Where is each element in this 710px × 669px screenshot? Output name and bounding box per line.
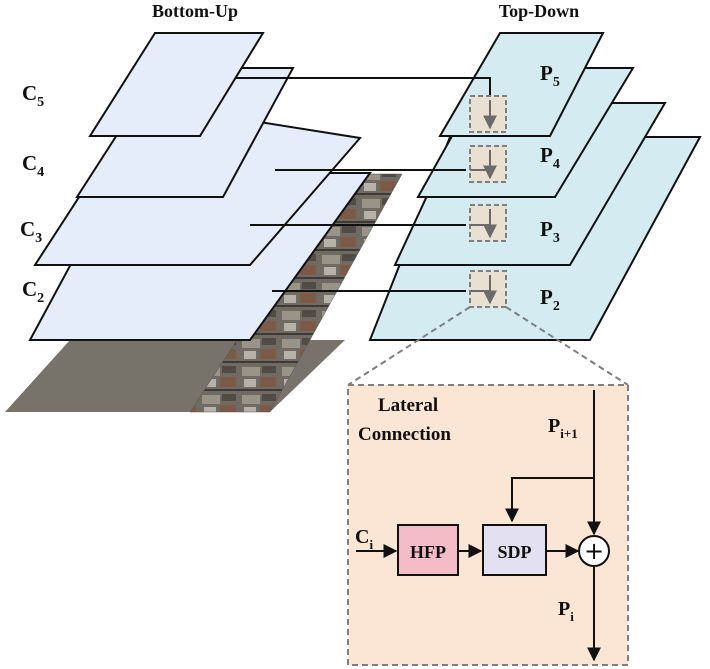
label-p4: P4 (540, 143, 560, 172)
label-c-i: Ci (355, 526, 373, 552)
lateral-connection-panel: Lateral Connection Pi+1 Ci HFP SDP + Pi (347, 384, 629, 666)
conn-box-p2 (469, 270, 507, 308)
conn-box-p3 (469, 204, 507, 242)
label-p2: P2 (540, 285, 560, 314)
lateral-arrows (236, 77, 491, 292)
bottom-up-stack (28, 32, 372, 341)
lateral-title-line1: Lateral (378, 395, 438, 416)
label-p-i: Pi (558, 598, 574, 624)
sdp-label: SDP (497, 542, 531, 562)
hfp-label: HFP (410, 542, 446, 562)
top-down-title: Top-Down (499, 1, 579, 21)
sdp-box (482, 524, 547, 576)
label-p3: P3 (540, 217, 560, 246)
conn-box-p4 (469, 145, 507, 183)
conn-box-p5 (469, 95, 507, 133)
connection-boxes (469, 95, 507, 308)
label-p-i-plus-1: Pi+1 (548, 415, 578, 441)
top-down-stack (368, 32, 702, 341)
bottom-up-title: Bottom-Up (152, 1, 238, 21)
bottom-up-labels: C5 C4 C3 C2 (20, 81, 44, 306)
label-p5: P5 (540, 61, 560, 90)
lateral-title-line2: Connection (358, 424, 451, 445)
label-c4: C4 (22, 151, 44, 180)
aerial-image (5, 173, 403, 413)
plane-c5 (88, 32, 265, 137)
sum-node (578, 535, 610, 567)
label-c3: C3 (20, 217, 42, 246)
label-c2: C2 (22, 277, 44, 306)
top-down-labels: P5 P4 P3 P2 (540, 61, 560, 314)
plus-icon: + (584, 537, 604, 565)
box-arrows (470, 100, 497, 305)
hfp-box (397, 524, 459, 576)
zoom-lines (347, 306, 629, 386)
label-c5: C5 (22, 81, 44, 110)
